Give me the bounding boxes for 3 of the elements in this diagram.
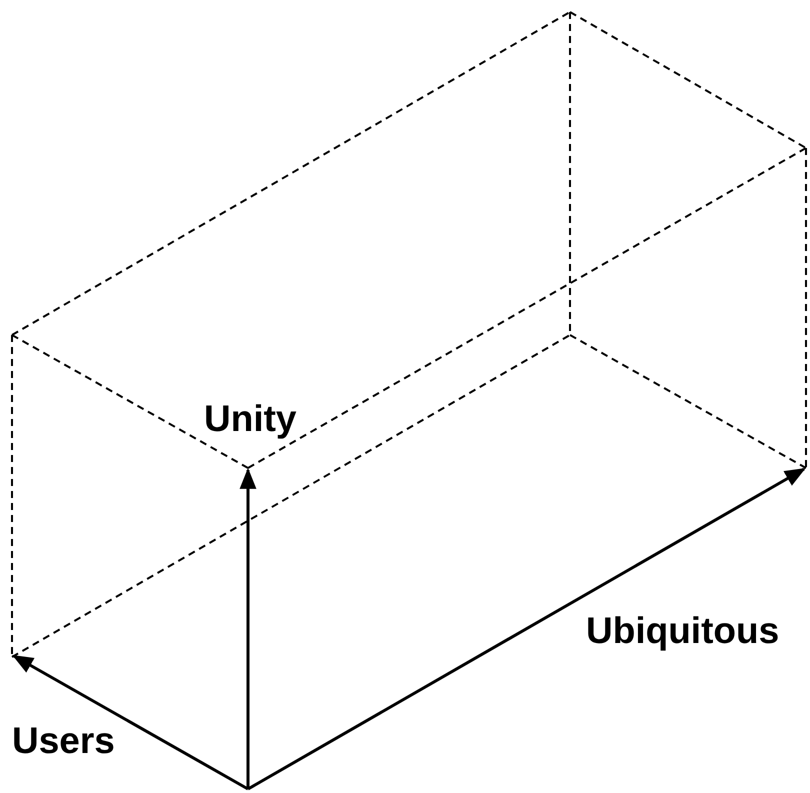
- axis-label: Ubiquitous: [586, 612, 780, 649]
- axis-label: Unity: [204, 400, 296, 437]
- axis-label: Users: [12, 722, 115, 759]
